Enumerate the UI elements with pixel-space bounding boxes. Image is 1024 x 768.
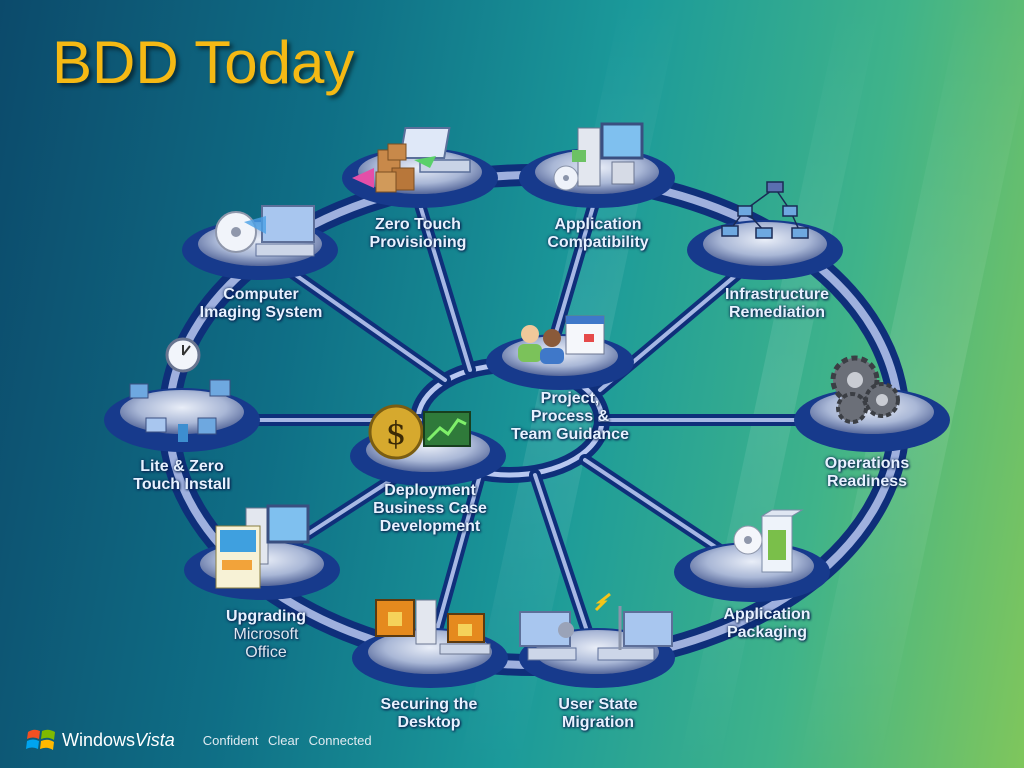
- footer: WindowsVista Confident Clear Connected: [26, 724, 372, 756]
- slide-title: BDD Today: [52, 29, 355, 96]
- brand-name: WindowsVista: [62, 729, 175, 750]
- pod-lite-zero: [104, 388, 260, 452]
- dollar-chart-icon: $: [368, 404, 471, 460]
- office-box-icon: [215, 504, 310, 589]
- gears-icon: [830, 355, 900, 424]
- disc-laptop-icon: [215, 205, 315, 257]
- desktop-disc-icon: [553, 122, 644, 191]
- team-calendar-icon: [518, 315, 605, 364]
- laptops-transfer-icon: [519, 592, 673, 661]
- software-box-icon: [733, 509, 804, 573]
- label-hub: Project,Process &Team Guidance: [511, 390, 629, 443]
- lock-computers-icon: [375, 599, 491, 655]
- dollar-glyph: $: [386, 414, 406, 452]
- label-upgrading: Upgrading Microsoft Office: [226, 608, 306, 661]
- network-icon: [721, 181, 809, 239]
- brand-tagline: Confident Clear Connected: [202, 732, 372, 748]
- laptop-boxes-icon: [352, 127, 471, 193]
- windows-logo-icon: [26, 729, 55, 750]
- clock-network-icon: [129, 337, 231, 442]
